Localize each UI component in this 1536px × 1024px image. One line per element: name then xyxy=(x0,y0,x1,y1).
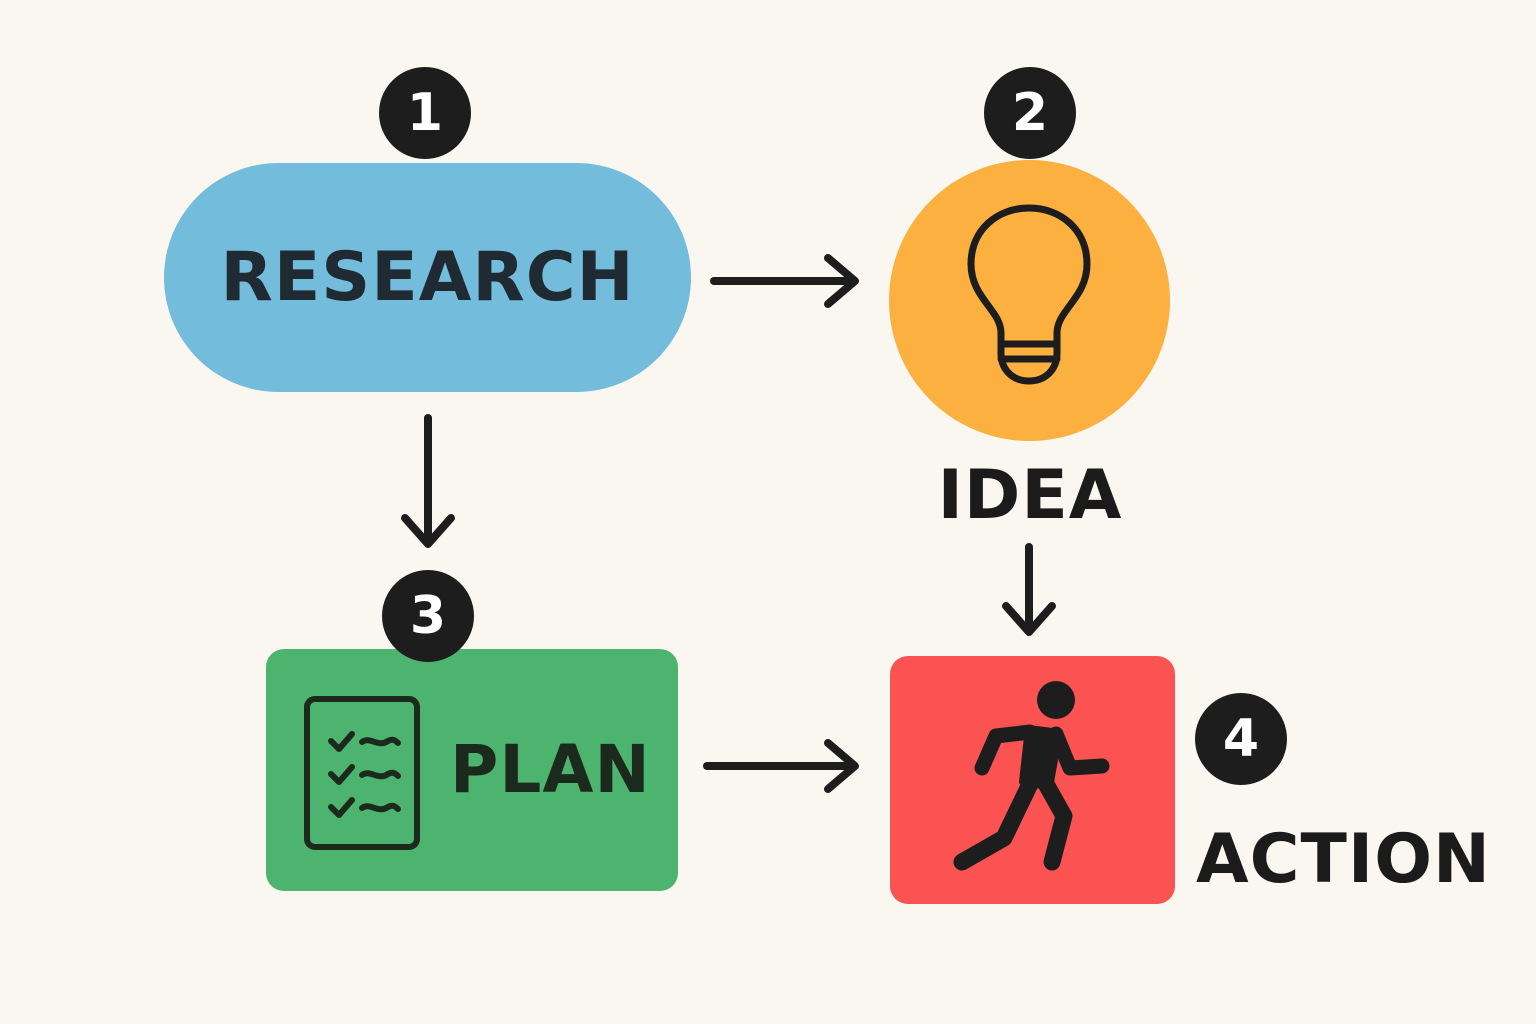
lightbulb-icon xyxy=(967,204,1091,385)
step-3-badge: 3 xyxy=(382,570,474,662)
idea-label: IDEA xyxy=(937,456,1123,535)
plan-label: PLAN xyxy=(450,731,651,808)
arrow-plan-to-action xyxy=(703,739,859,793)
research-label: RESEARCH xyxy=(220,238,635,317)
arrow-research-to-plan xyxy=(401,414,455,548)
running-person-icon xyxy=(953,681,1110,871)
step-2-badge: 2 xyxy=(984,67,1076,159)
arrow-research-to-idea xyxy=(710,254,859,308)
step-4-badge: 4 xyxy=(1195,693,1287,785)
checklist-icon xyxy=(304,696,420,850)
research-node: RESEARCH xyxy=(164,163,691,392)
idea-node xyxy=(889,160,1170,441)
plan-node xyxy=(266,649,678,891)
step-1-badge: 1 xyxy=(379,67,471,159)
action-label: ACTION xyxy=(1196,820,1491,899)
arrow-idea-to-action xyxy=(1002,543,1056,636)
action-node xyxy=(890,656,1175,904)
